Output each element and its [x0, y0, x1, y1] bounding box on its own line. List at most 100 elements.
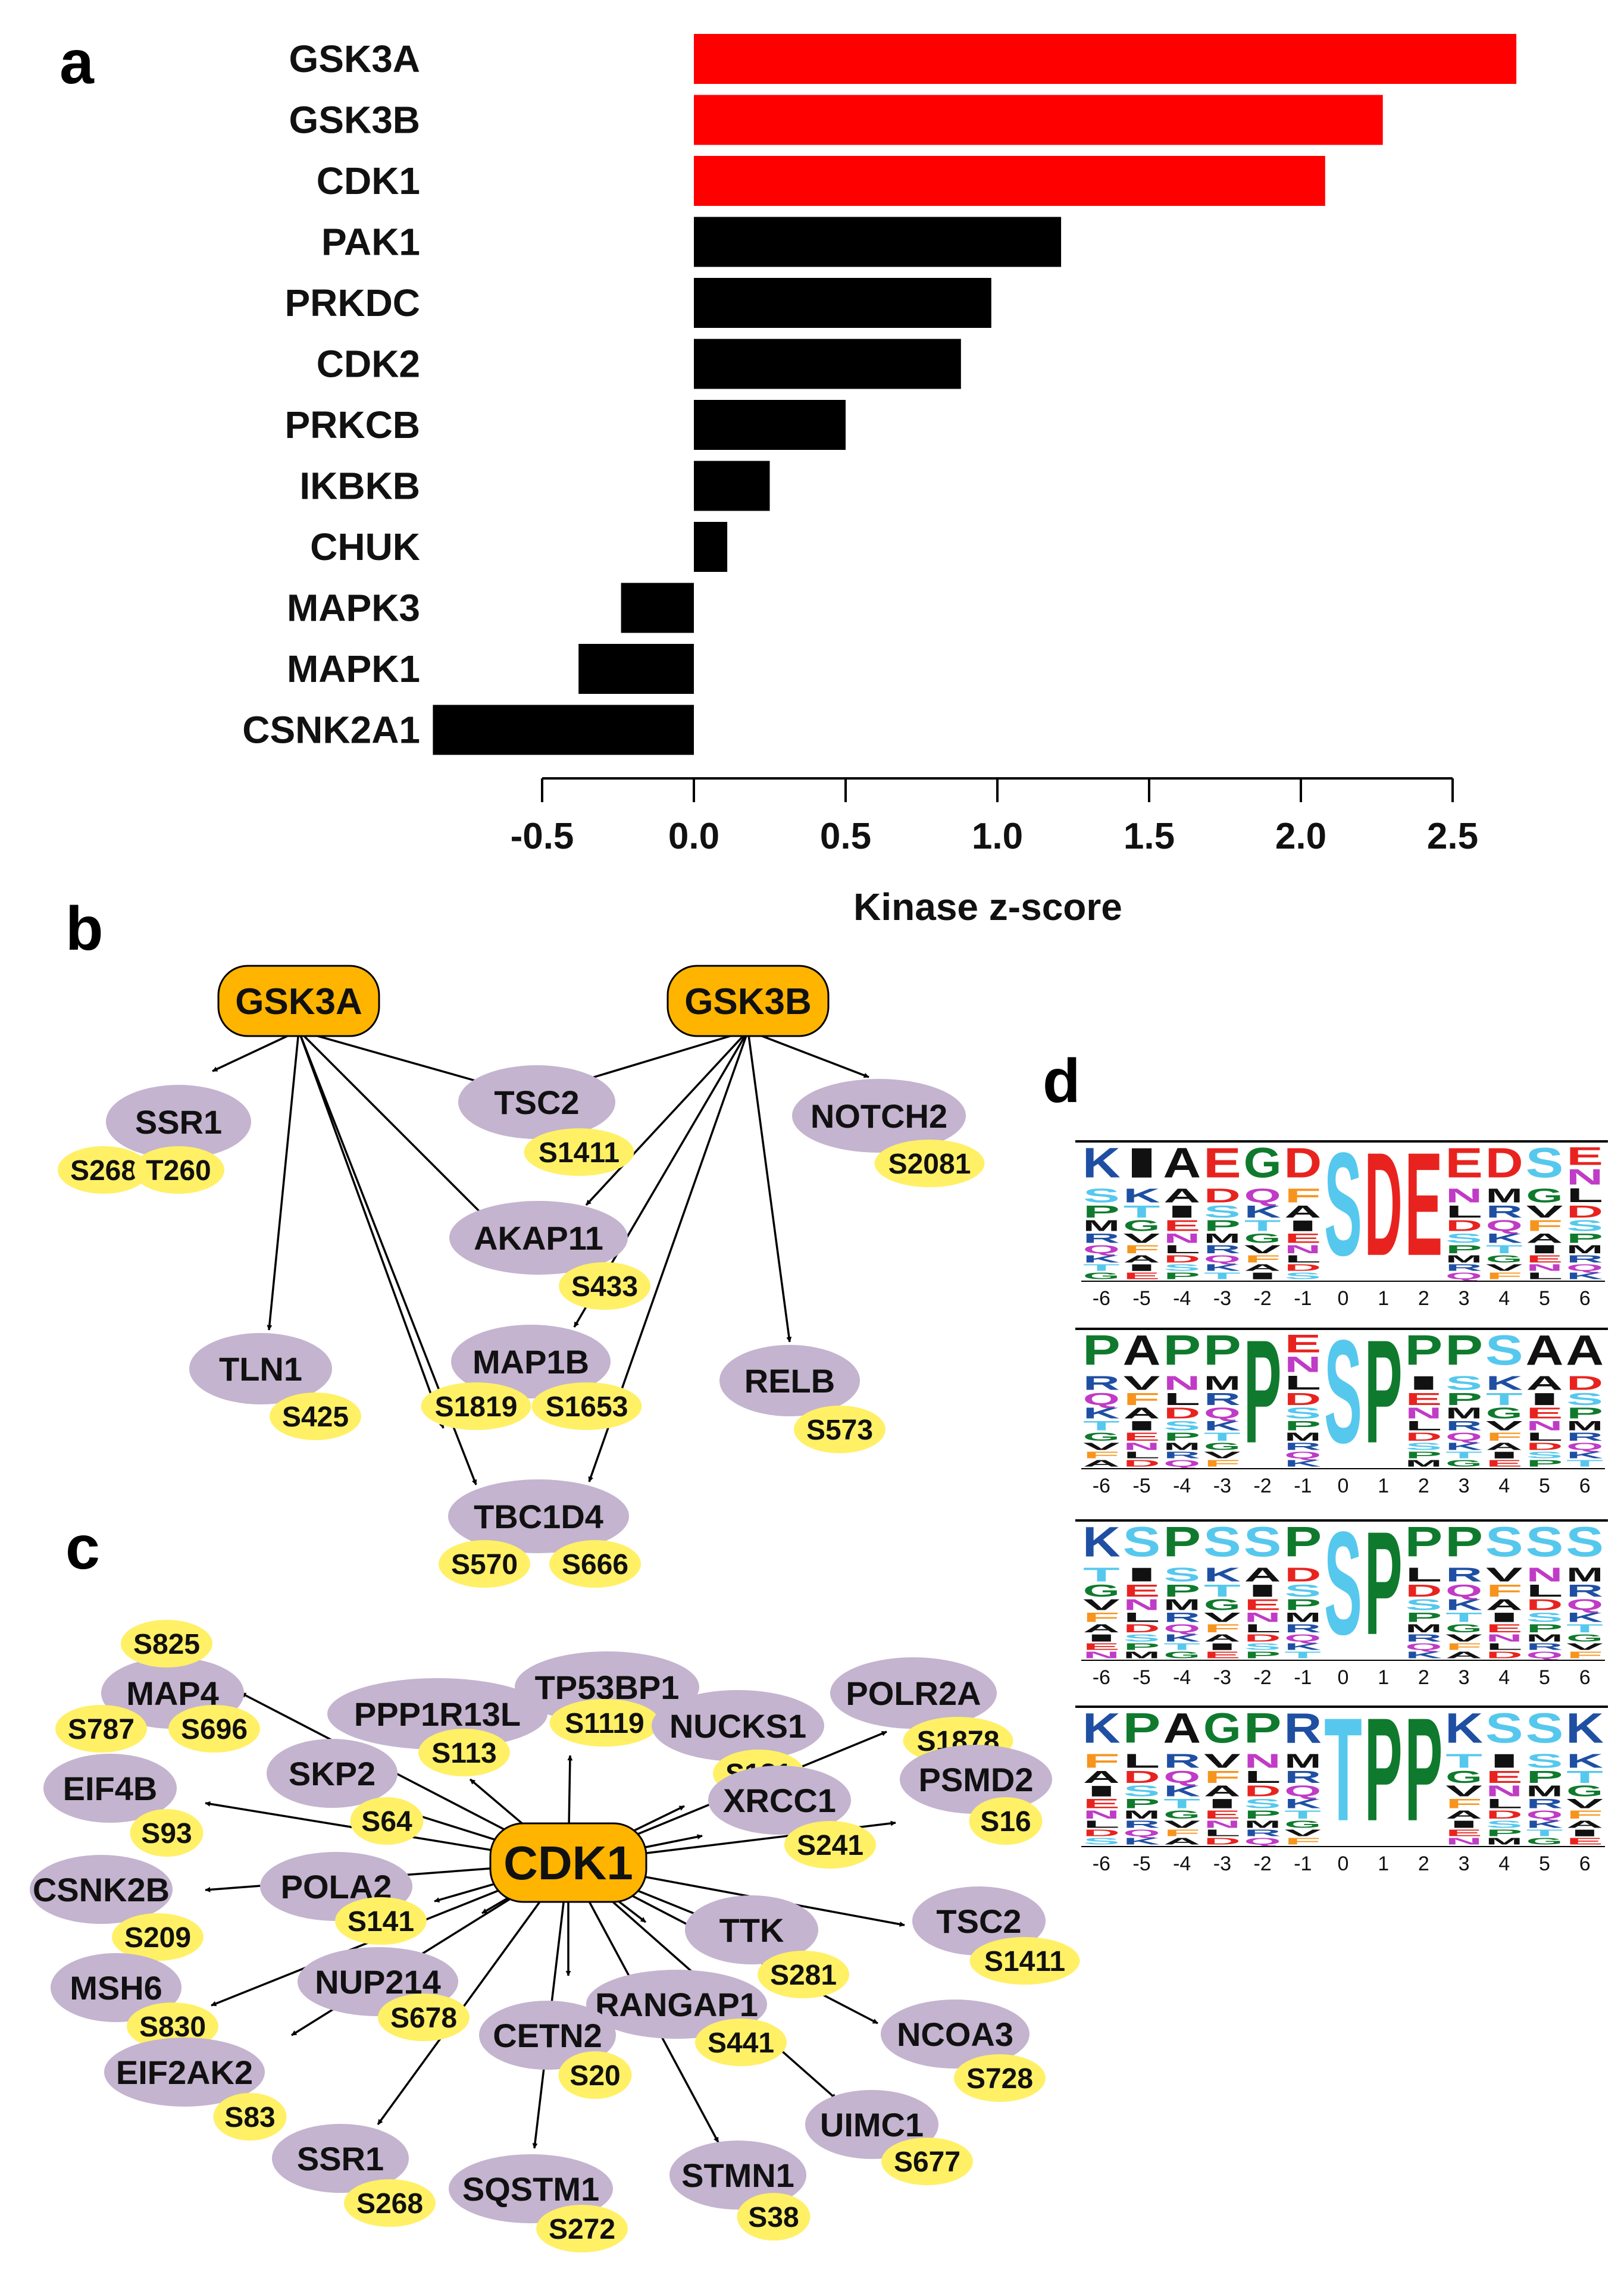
logo-residue-minor: M	[1486, 1184, 1523, 1206]
site-label-s666: S666	[562, 1549, 628, 1581]
site-label-s573: S573	[806, 1415, 873, 1446]
logo-residue-minor: Q	[1445, 1431, 1482, 1444]
logo-position-label: -4	[1173, 1853, 1191, 1875]
logo-residue-minor: D	[1163, 1253, 1200, 1265]
logo-residue-minor: P	[1244, 1808, 1281, 1822]
site-badge	[549, 1540, 641, 1588]
logo-residue-minor: Q	[1486, 1218, 1523, 1235]
hub-gsk3a[interactable]: GSK3A	[217, 965, 380, 1037]
logo-residue: A	[1526, 1327, 1564, 1375]
node-shape	[719, 1345, 860, 1416]
logo-residue-minor: T	[1566, 1459, 1604, 1469]
site-label-s1411: S1411	[984, 1946, 1065, 1977]
logo-residue-minor: L	[1163, 1390, 1200, 1409]
logo-position-label: 0	[1338, 1853, 1349, 1875]
category-label-csnk2a1: CSNK2A1	[242, 709, 420, 752]
logo-residue: K	[1082, 1140, 1121, 1187]
logo-residue: S	[1203, 1519, 1241, 1566]
edge-arrow	[298, 1030, 445, 1429]
logo-residue-minor: T	[1284, 1650, 1322, 1661]
logo-residue-minor: G	[1083, 1431, 1120, 1444]
logo-residue-minor: F	[1566, 1650, 1604, 1661]
logo-residue-minor: I	[1204, 1797, 1241, 1811]
logo-residue-minor: L	[1244, 1768, 1281, 1787]
logo-residue-minor: D	[1284, 1263, 1321, 1273]
logo-residue-minor: M	[1526, 1783, 1563, 1800]
logo-residue-minor: L	[1244, 1622, 1281, 1635]
logo-residue-minor: P	[1163, 1431, 1200, 1444]
logo-position-label: -3	[1213, 1475, 1231, 1497]
panel-letter-a: a	[60, 28, 95, 97]
node-shape	[515, 1651, 699, 1723]
logo-residue-minor: S	[1486, 1819, 1523, 1830]
chart-x-axis-title: Kinase z-score	[853, 885, 1122, 928]
logo-residue-minor: S	[1244, 1797, 1281, 1811]
logo-residue-minor: K	[1445, 1441, 1484, 1453]
logo-residue: P	[1445, 1327, 1483, 1375]
logo-residue-minor: D	[1244, 1632, 1281, 1644]
node-label: PPP1R13L	[354, 1695, 521, 1733]
x-tick-label: -0.5	[511, 816, 574, 857]
logo-position-label: 0	[1338, 1666, 1349, 1689]
logo-residue-minor: M	[1445, 1253, 1482, 1265]
logo-position-label: -2	[1253, 1287, 1271, 1310]
node-label: XRCC1	[723, 1782, 836, 1819]
logo-residue-minor: V	[1204, 1610, 1241, 1625]
node-shape	[189, 1333, 332, 1404]
logo-residue: P	[1082, 1327, 1121, 1375]
logo-residue-minor: D	[1406, 1431, 1442, 1444]
logo-residue-minor: D	[1445, 1218, 1482, 1235]
logo-residue-minor: A	[1204, 1632, 1242, 1644]
logo-residue-minor: T	[1163, 1797, 1201, 1811]
site-badge	[168, 1705, 260, 1753]
logo-residue-minor: I	[1566, 1828, 1603, 1839]
logo-position-label: 1	[1378, 1853, 1389, 1875]
site-label-s268: S268	[356, 2188, 423, 2220]
logo-residue-minor: G	[1204, 1597, 1241, 1614]
category-label-gsk3b: GSK3B	[289, 99, 421, 142]
x-tick-label: 2.0	[1275, 816, 1326, 857]
logo-residue-minor: F	[1204, 1459, 1241, 1469]
logo-residue-minor: P	[1163, 1582, 1200, 1601]
hub-cdk1[interactable]: CDK1	[489, 1822, 647, 1903]
logo-residue-minor: R	[1083, 1372, 1120, 1394]
site-badge	[378, 1994, 470, 2041]
kinase-zscore-bar-chart: GSK3AGSK3BCDK1PAK1PRKDCCDK2PRKCBIKBKBCHU…	[242, 34, 1517, 928]
logo-residue-minor: I	[1406, 1372, 1442, 1394]
logo-residue-minor: T	[1083, 1263, 1121, 1273]
bar-prkdc	[694, 278, 991, 328]
logo-residue-minor: M	[1163, 1441, 1200, 1453]
hub-gsk3b[interactable]: GSK3B	[667, 965, 830, 1037]
logo-residue-minor: R	[1083, 1231, 1120, 1246]
node-label: TBC1D4	[474, 1498, 603, 1535]
